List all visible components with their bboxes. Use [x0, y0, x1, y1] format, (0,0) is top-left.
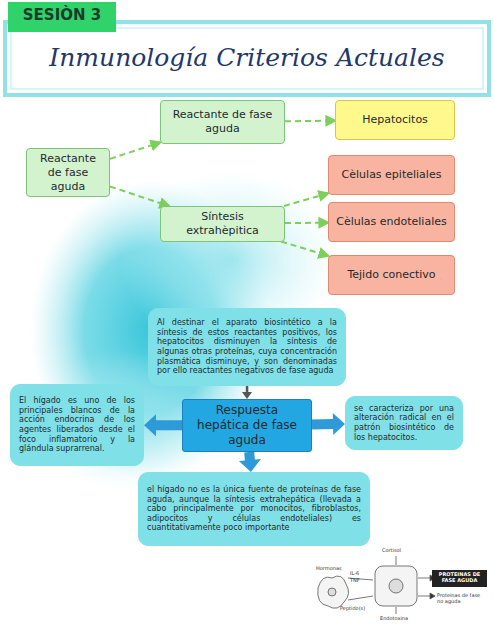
process-box: Reactante de fase aguda — [160, 100, 285, 144]
node-text: Reactante de fase aguda — [32, 152, 104, 193]
title-banner — [5, 22, 489, 95]
node-text: El hígado es uno de los principales blan… — [19, 396, 135, 454]
dashed-arrow — [284, 193, 328, 206]
dashed-arrow — [110, 187, 169, 206]
node-text: el hígado no es la única fuente de prote… — [147, 485, 361, 533]
node-text: Tejido conectivo — [334, 268, 449, 282]
note-box: se caracteriza por una alteración radica… — [345, 396, 463, 450]
session-tab — [8, 2, 116, 32]
protein-label: PROTEINAS DE FASE AGUDA — [433, 572, 486, 583]
block-arrow — [144, 414, 182, 436]
signal-label: IL-6 — [350, 571, 374, 577]
signal-label: Endotoxina — [380, 616, 420, 622]
cell-box: Tejido conectivo — [328, 255, 455, 295]
cell-box: Cèlulas epiteliales — [328, 155, 455, 195]
block-arrow — [239, 452, 261, 472]
dashed-arrow — [285, 120, 335, 123]
protein-box — [432, 570, 487, 587]
signal-label: Cortisol — [382, 548, 422, 554]
start-box: Reactante de fase aguda — [26, 148, 110, 197]
diagram-title: Inmunología Criterios Actuales — [10, 40, 484, 75]
node-text: Cèlulas endoteliales — [334, 215, 449, 229]
dashed-arrow — [281, 242, 328, 256]
node-text: Hepatocitos — [341, 113, 449, 127]
signal-label: Peptido(s) — [340, 606, 380, 612]
node-text: Al destinar el aparato biosintético a la… — [157, 318, 337, 376]
note-box: El hígado es uno de los principales blan… — [10, 384, 144, 466]
central-box: Respuesta hepática de fase aguda — [182, 399, 312, 452]
dashed-arrow — [285, 222, 328, 224]
note-box: el hígado no es la única fuente de prote… — [138, 472, 370, 546]
process-box: Síntesis extrahèpitica — [160, 206, 285, 242]
cell-box: Hepatocitos — [335, 100, 455, 140]
cell-illustration — [318, 556, 435, 614]
dashed-arrow — [110, 142, 160, 158]
node-text: Respuesta hepática de fase aguda — [188, 403, 306, 448]
title-banner-inner — [11, 28, 483, 89]
node-text: Síntesis extrahèpitica — [166, 210, 279, 238]
session-tag: SESIÒN 3 — [8, 7, 116, 24]
down-arrow — [242, 386, 252, 399]
signal-label: TNF — [350, 578, 374, 584]
node-text: Reactante de fase aguda — [166, 108, 279, 136]
node-text: Cèlulas epiteliales — [334, 168, 449, 182]
node-text: se caracteriza por una alteración radica… — [354, 404, 454, 442]
protein-label: Proteinas de fase no aguda — [437, 593, 487, 604]
note-box: Al destinar el aparato biosintético a la… — [148, 308, 346, 386]
cell-box: Cèlulas endoteliales — [328, 202, 455, 242]
block-arrow — [312, 413, 345, 435]
